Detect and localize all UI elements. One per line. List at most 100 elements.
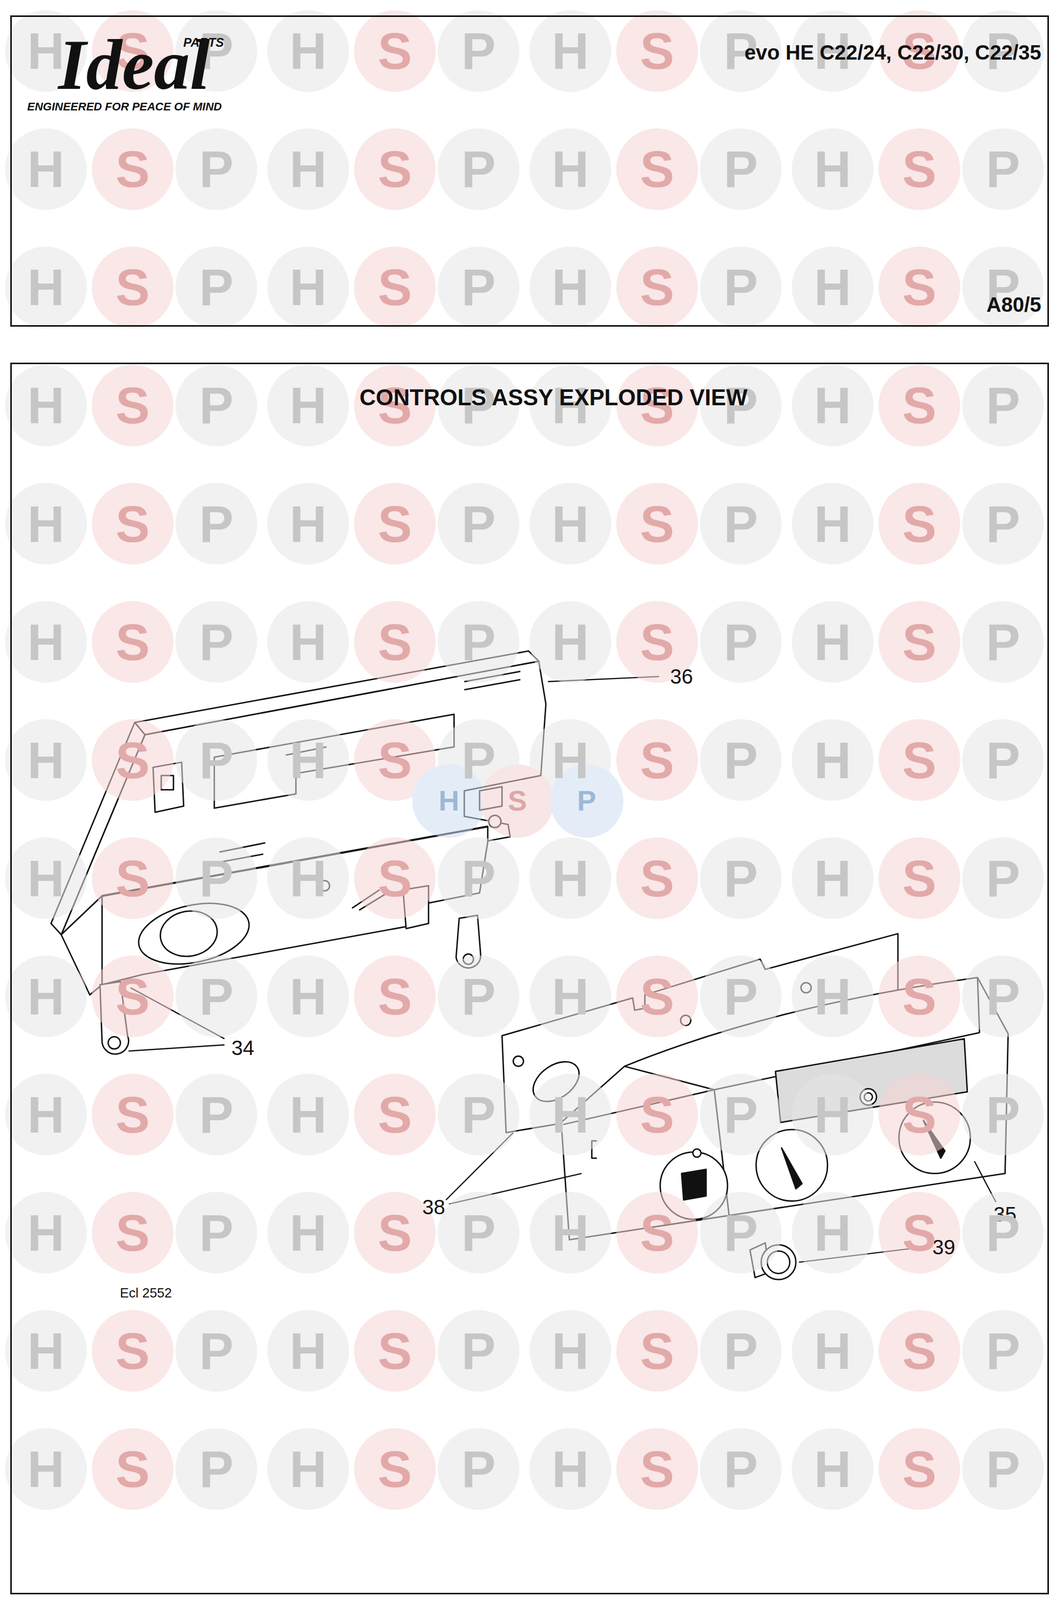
watermark-letter: S bbox=[902, 616, 937, 668]
watermark-letter: H bbox=[27, 616, 65, 668]
watermark-letter: P bbox=[723, 616, 758, 668]
watermark-letter: H bbox=[27, 498, 65, 550]
watermark-letter: P bbox=[723, 970, 758, 1022]
watermark-letter: H bbox=[289, 852, 327, 904]
watermark-letter: S bbox=[115, 143, 150, 195]
main-panel: CONTROLS ASSY EXPLODED VIEW bbox=[10, 362, 1049, 1594]
watermark-letter: S bbox=[115, 1442, 150, 1495]
watermark-letter: H bbox=[814, 1324, 852, 1376]
logo-wordmark: Ideal bbox=[58, 28, 210, 101]
watermark-letter: H bbox=[814, 1442, 852, 1495]
watermark-letter: H bbox=[289, 1206, 327, 1258]
watermark-letter: S bbox=[902, 1324, 937, 1376]
watermark-letter: P bbox=[723, 1206, 758, 1258]
watermark-letter: P bbox=[985, 1088, 1021, 1140]
watermark-letter: S bbox=[377, 1088, 413, 1140]
watermark-letter: S bbox=[115, 852, 150, 904]
watermark-letter: H bbox=[814, 379, 852, 431]
watermark-letter: P bbox=[199, 616, 234, 668]
watermark-letter: P bbox=[723, 143, 758, 195]
watermark-letter: S bbox=[902, 379, 937, 431]
watermark-letter: H bbox=[551, 970, 589, 1022]
watermark-letter: H bbox=[551, 261, 589, 313]
watermark-letter: S bbox=[902, 498, 937, 550]
watermark-letter: H bbox=[289, 1324, 327, 1376]
watermark-letter: P bbox=[723, 852, 758, 904]
logo-slogan: ENGINEERED FOR PEACE OF MIND bbox=[27, 101, 222, 113]
watermark-letter: H bbox=[289, 970, 327, 1022]
drawing-reference: Ecl 2552 bbox=[120, 1285, 172, 1299]
watermark-letter: H bbox=[27, 852, 65, 904]
watermark-letter: S bbox=[115, 734, 150, 786]
watermark-letter: P bbox=[461, 498, 496, 550]
watermark-letter: P bbox=[985, 1324, 1021, 1376]
watermark-letter: P bbox=[461, 143, 496, 195]
watermark-letter: H bbox=[289, 143, 327, 195]
watermark-letter: P bbox=[461, 1442, 496, 1495]
watermark-letter: S bbox=[377, 970, 413, 1022]
watermark-letter: S bbox=[640, 734, 675, 786]
watermark-letter: P bbox=[461, 1088, 496, 1140]
watermark-letter: H bbox=[27, 143, 65, 195]
watermark-letter: S bbox=[902, 261, 937, 313]
watermark-letter: H bbox=[289, 498, 327, 550]
watermark-letter: H bbox=[289, 616, 327, 668]
watermark-letter: P bbox=[199, 498, 234, 550]
watermark-letter: H bbox=[814, 498, 852, 550]
watermark-letter: H bbox=[289, 261, 327, 313]
watermark-letter: H bbox=[27, 379, 65, 431]
watermark-letter: P bbox=[461, 616, 496, 668]
watermark-letter: H bbox=[814, 852, 852, 904]
watermark-letter: S bbox=[115, 1088, 150, 1140]
watermark-grid bbox=[0, 0, 1052, 1530]
watermark-letter: P bbox=[723, 261, 758, 313]
watermark-letter: H bbox=[551, 1206, 589, 1258]
watermark-letter: S bbox=[640, 852, 675, 904]
watermark-letter: P bbox=[985, 143, 1021, 195]
watermark-letter: S bbox=[377, 1442, 413, 1495]
watermark-letter: P bbox=[985, 1442, 1021, 1495]
watermark-letter: P bbox=[985, 852, 1021, 904]
watermark-letter: P bbox=[199, 1442, 234, 1495]
watermark-letter: H bbox=[289, 1442, 327, 1495]
watermark-letter: H bbox=[438, 786, 459, 815]
watermark-letter: S bbox=[640, 616, 675, 668]
header-panel: PARTSIdealENGINEERED FOR PEACE OF MINDev… bbox=[10, 15, 1049, 327]
watermark-letter: S bbox=[640, 143, 675, 195]
watermark-letter: P bbox=[461, 1206, 496, 1258]
watermark-letter: H bbox=[27, 1324, 65, 1376]
watermark-letter: S bbox=[902, 1442, 937, 1495]
watermark-letter: H bbox=[27, 1088, 65, 1140]
watermark-letter: P bbox=[723, 498, 758, 550]
watermark-letter: S bbox=[377, 261, 413, 313]
watermark-letter: H bbox=[814, 1206, 852, 1258]
watermark-letter: S bbox=[115, 498, 150, 550]
watermark-letter: S bbox=[115, 379, 150, 431]
watermark-letter: H bbox=[27, 1442, 65, 1495]
watermark-letter: H bbox=[551, 852, 589, 904]
watermark-letter: H bbox=[814, 616, 852, 668]
watermark-letter: H bbox=[551, 143, 589, 195]
watermark-letter: H bbox=[551, 734, 589, 786]
watermark-letter: P bbox=[985, 379, 1021, 431]
watermark-letter: H bbox=[289, 1088, 327, 1140]
watermark-letter: P bbox=[723, 1442, 758, 1495]
callout-number: 38 bbox=[422, 1196, 446, 1217]
watermark-letter: H bbox=[551, 498, 589, 550]
watermark-letter: S bbox=[377, 616, 413, 668]
watermark-letter: S bbox=[115, 616, 150, 668]
watermark-letter: P bbox=[199, 1324, 234, 1376]
watermark-letter: H bbox=[551, 1324, 589, 1376]
watermark-letter: S bbox=[640, 1206, 675, 1258]
watermark-letter: S bbox=[902, 143, 937, 195]
watermark-letter: H bbox=[27, 1206, 65, 1258]
watermark-letter: P bbox=[199, 852, 234, 904]
watermark-letter: P bbox=[199, 1206, 234, 1258]
watermark-letter: P bbox=[461, 734, 496, 786]
watermark-letter: S bbox=[377, 498, 413, 550]
watermark-letter: H bbox=[551, 616, 589, 668]
watermark-letter: H bbox=[289, 379, 327, 431]
watermark-letter: S bbox=[377, 1206, 413, 1258]
watermark-letter: P bbox=[199, 143, 234, 195]
watermark-letter: S bbox=[640, 261, 675, 313]
